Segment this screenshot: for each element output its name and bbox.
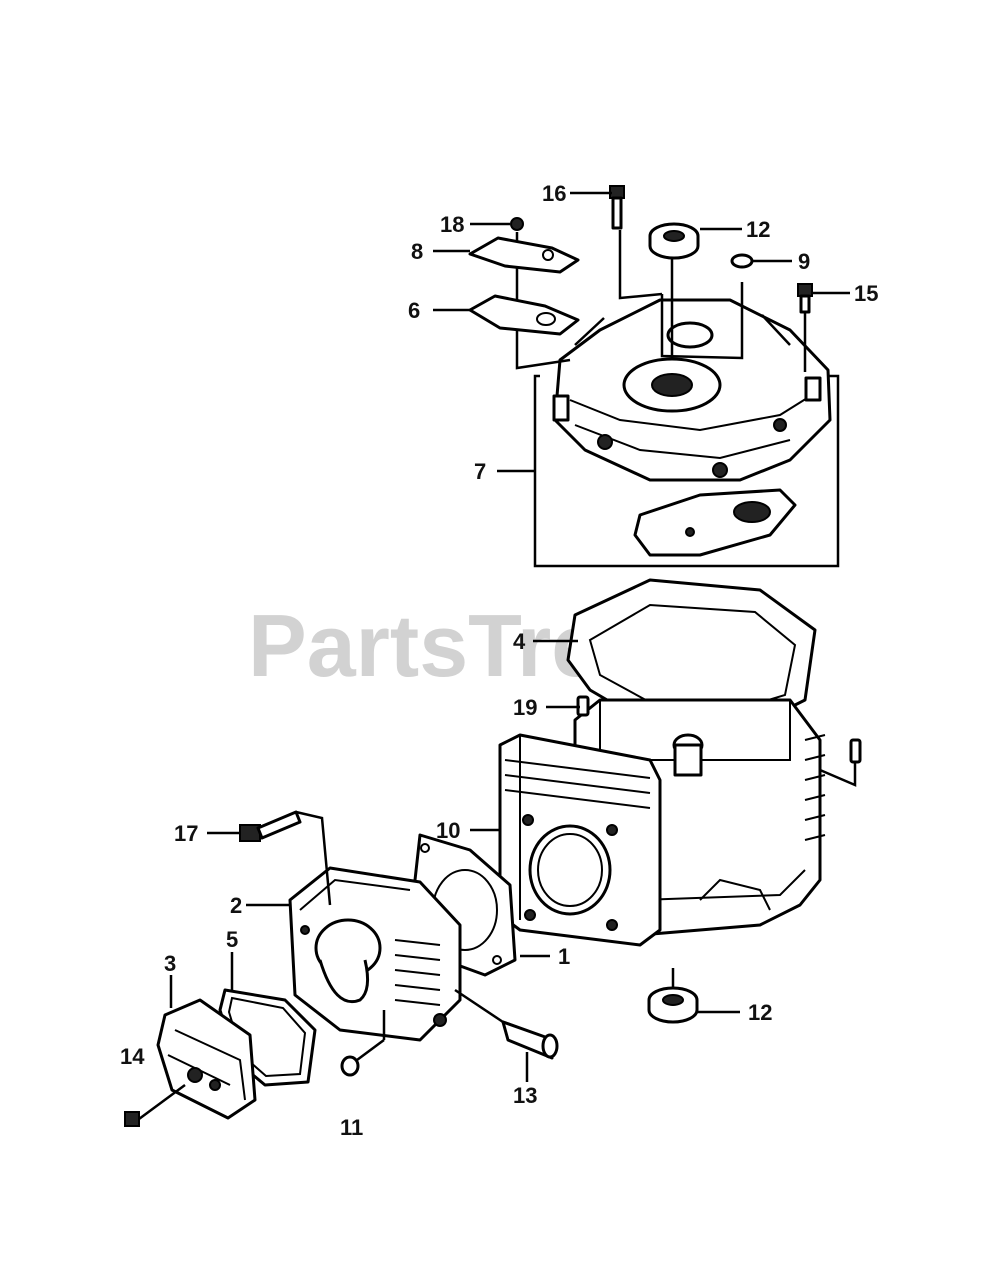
side-pin: [849, 738, 862, 764]
oil-seal-bottom: [647, 986, 699, 1024]
crankcase-cover-assembly: [533, 298, 840, 568]
callout-11: 11: [340, 1115, 363, 1140]
callout-18: 18: [440, 212, 464, 237]
callout-19: 19: [513, 695, 537, 720]
cover-gasket: [633, 488, 797, 557]
washer-9: [730, 253, 754, 269]
cylinder-head: [288, 866, 462, 1042]
callout-14: 14: [120, 1044, 145, 1069]
callout-10: 10: [436, 818, 460, 843]
callout-7: 7: [474, 459, 486, 484]
bolt-14: [124, 1083, 186, 1127]
gasket-6: [468, 294, 580, 336]
bolt-17: [239, 810, 386, 1040]
callout-13: 13: [513, 1083, 537, 1108]
assembly-bracket: [533, 374, 840, 568]
callout-3: 3: [164, 951, 176, 976]
oil-seal-top: [648, 222, 700, 260]
callout-4: 4: [513, 629, 526, 654]
cylinder-block: [498, 578, 826, 947]
bolt-16: [609, 185, 625, 230]
pin-13: [501, 1020, 559, 1060]
bolt-15: [797, 283, 813, 314]
callout-1: 1: [558, 944, 570, 969]
callout-17: 17: [174, 821, 198, 846]
callout-2: 2: [230, 893, 242, 918]
callout-6: 6: [408, 298, 420, 323]
callout-5: 5: [226, 927, 238, 952]
callout-9: 9: [798, 249, 810, 274]
callout-15: 15: [854, 281, 878, 306]
callout-8: 8: [411, 239, 423, 264]
bolt-18: [510, 217, 524, 231]
callout-16: 16: [542, 181, 566, 206]
callout-12-top: 12: [746, 217, 770, 242]
callout-12-bottom: 12: [748, 1000, 772, 1025]
gasket-8: [468, 236, 580, 274]
dowel-11: [340, 1055, 360, 1077]
